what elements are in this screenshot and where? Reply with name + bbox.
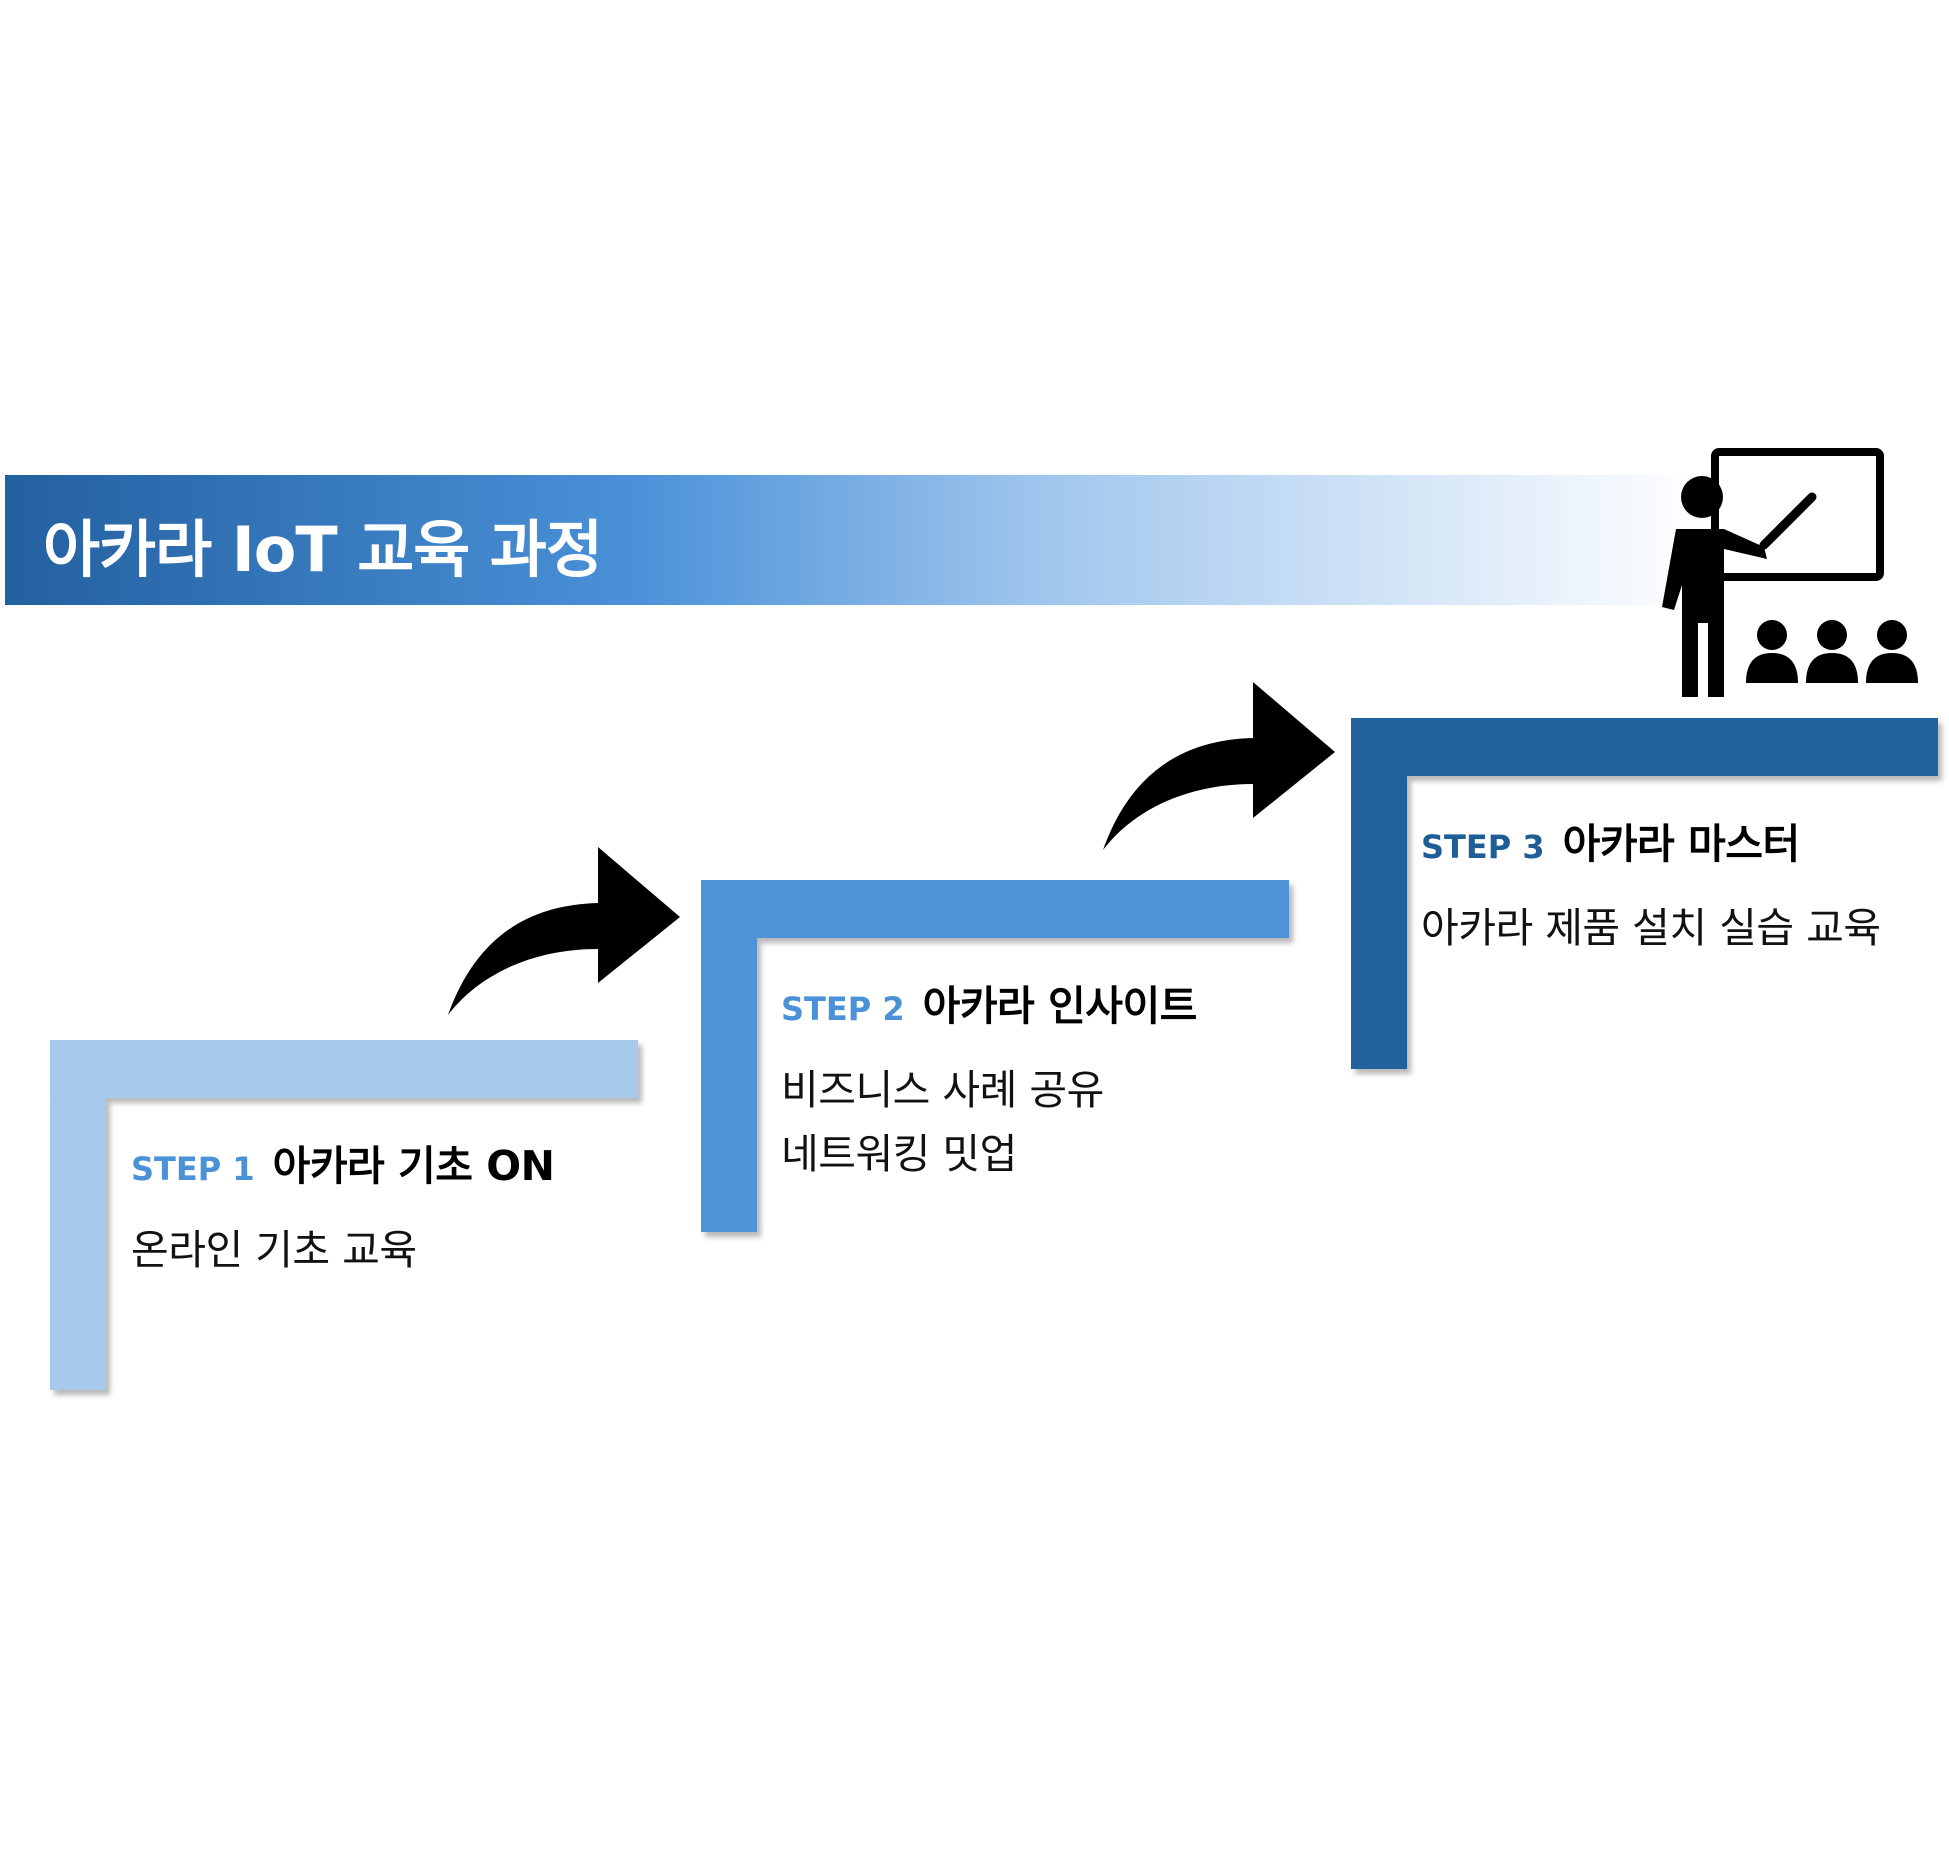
step-1-bar	[50, 1040, 638, 1098]
curved-arrow-icon	[1103, 682, 1335, 850]
step-3-description: 아카라 제품 설치 실습 교육	[1421, 896, 1881, 960]
step-1-title: 아카라 기초 ON	[272, 1142, 555, 1190]
step-1-description-line: 온라인 기초 교육	[131, 1226, 417, 1274]
step-1-label: STEP 1	[131, 1150, 255, 1188]
step-2-bar	[701, 880, 1289, 938]
step-2-label: STEP 2	[781, 990, 905, 1028]
step-2-title: 아카라 인사이트	[922, 982, 1198, 1030]
step-2-column	[701, 938, 757, 1232]
page-title: 아카라 IoT 교육 과정	[43, 513, 603, 586]
step-2-description: 비즈니스 사례 공유 네트워킹 밋업	[781, 1058, 1104, 1186]
step-3-column	[1351, 776, 1407, 1069]
step-3-description-line: 아카라 제품 설치 실습 교육	[1421, 904, 1881, 952]
step-3-heading: STEP 3 아카라 마스터	[1421, 810, 1800, 870]
step-2-heading: STEP 2 아카라 인사이트	[781, 972, 1197, 1032]
instructor-presentation-icon	[1662, 448, 1918, 697]
step-1-column	[50, 1098, 106, 1390]
step-3-title: 아카라 마스터	[1562, 820, 1801, 868]
title-banner: 아카라 IoT 교육 과정	[5, 475, 1705, 605]
step-1-description: 온라인 기초 교육	[131, 1218, 417, 1282]
step-1-heading: STEP 1 아카라 기초 ON	[131, 1132, 555, 1192]
step-2-description-line: 비즈니스 사례 공유	[781, 1066, 1104, 1114]
step-3-label: STEP 3	[1421, 828, 1545, 866]
step-2-description-line: 네트워킹 밋업	[781, 1130, 1017, 1178]
step-3-bar	[1351, 718, 1938, 776]
curved-arrow-icon	[448, 847, 680, 1015]
